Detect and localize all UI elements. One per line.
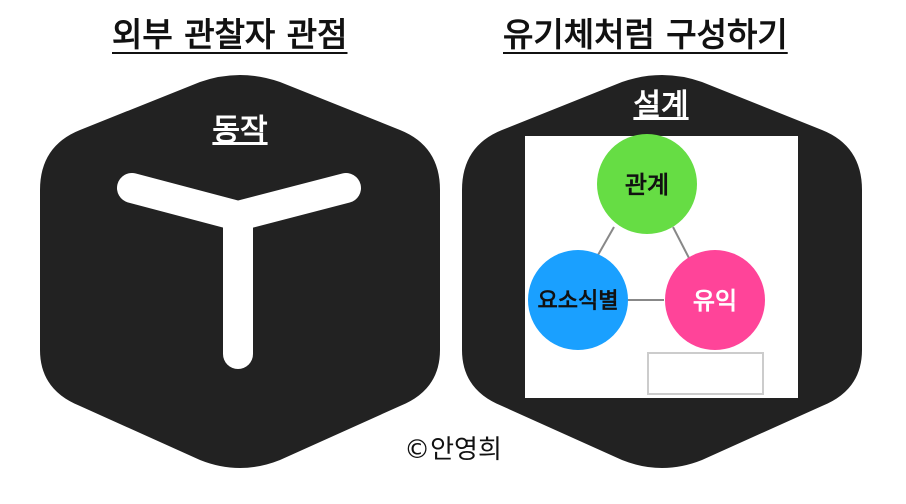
y-shape-icon [117, 173, 361, 369]
node-relation-label: 관계 [625, 171, 669, 199]
empty-box [647, 352, 764, 395]
node-benefit [665, 250, 765, 350]
node-identify-label: 요소식별 [538, 289, 619, 314]
node-benefit-label: 유익 [693, 287, 737, 315]
right-block-label: 설계 [633, 88, 688, 123]
left-heading: 외부 관찰자 관점 [112, 15, 348, 54]
copyright-text: ©안영희 [404, 435, 502, 465]
node-identify [528, 250, 628, 350]
right-heading: 유기체처럼 구성하기 [503, 15, 788, 54]
connector-relation-identify [597, 226, 615, 256]
left-block-label: 동작 [212, 113, 268, 148]
connector-relation-benefit [672, 226, 691, 261]
connectors [597, 226, 691, 301]
node-relation [597, 134, 697, 234]
